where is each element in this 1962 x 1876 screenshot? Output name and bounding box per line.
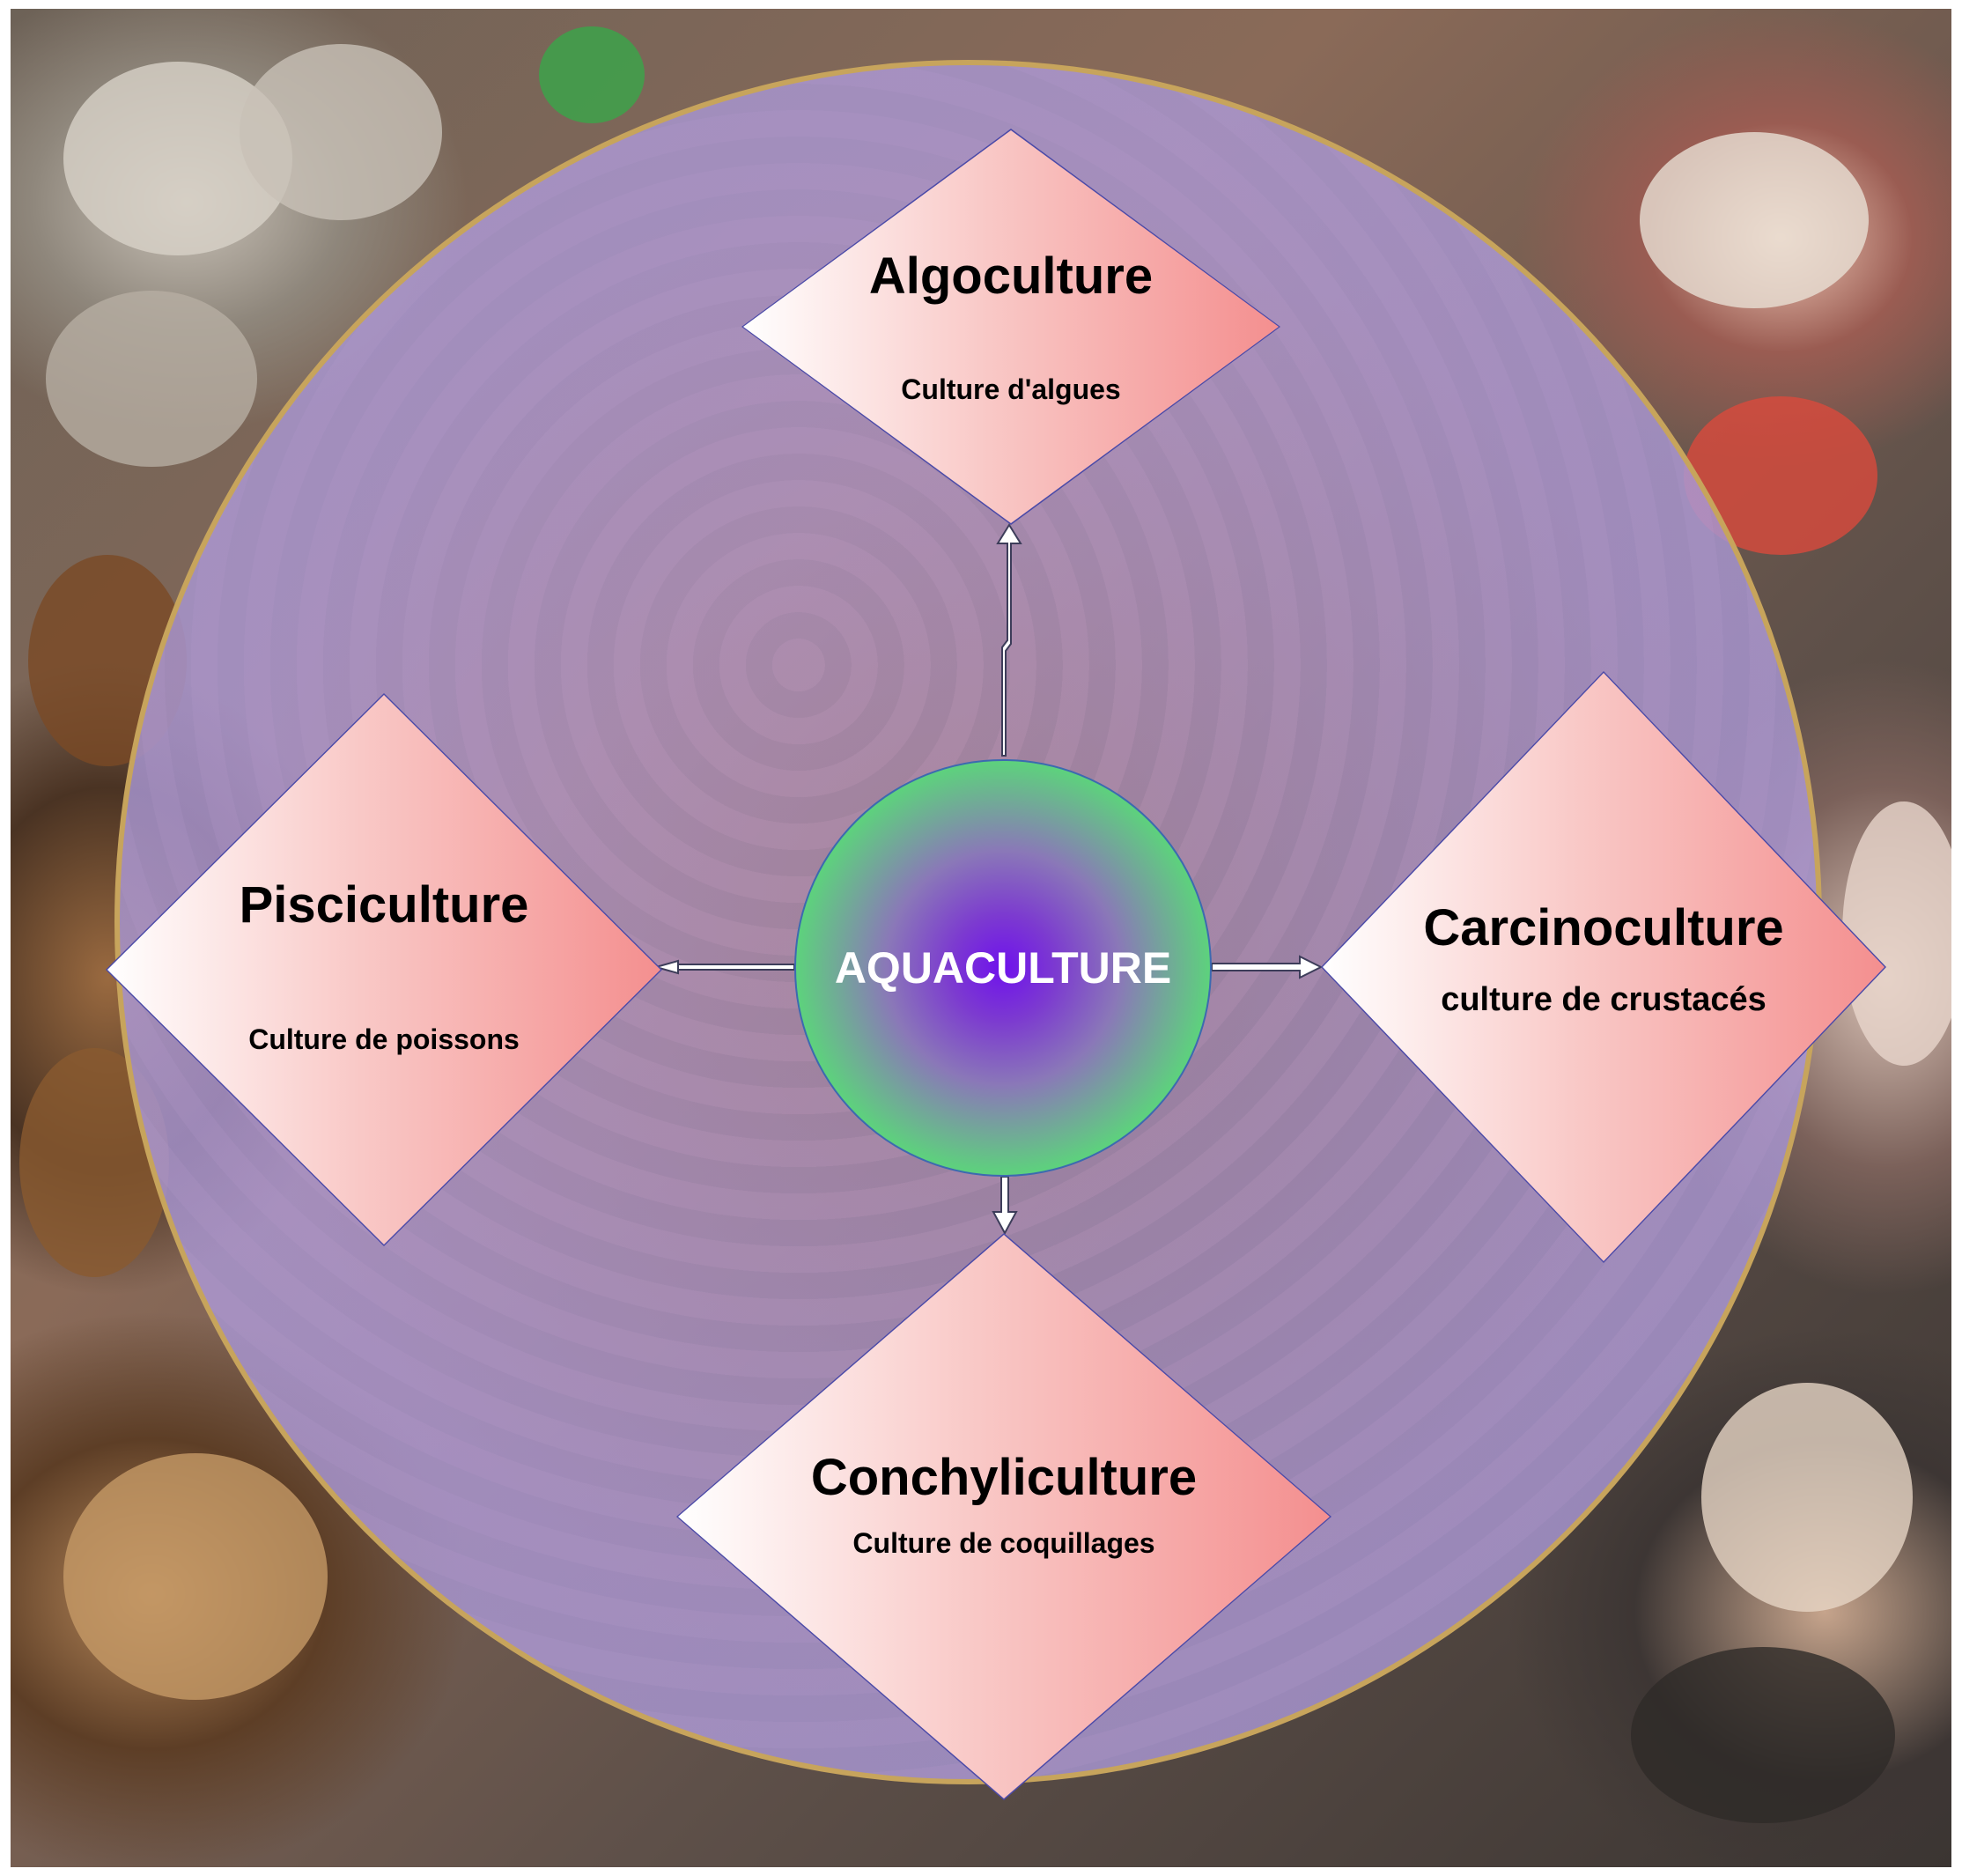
algoculture-subtitle: Culture d'algues bbox=[901, 373, 1121, 405]
scallop-decoration bbox=[1640, 132, 1869, 308]
conchyliculture-subtitle: Culture de coquillages bbox=[852, 1527, 1155, 1559]
barnacle-decoration bbox=[1631, 1647, 1895, 1823]
arrow-to-top bbox=[996, 523, 1022, 757]
cockle-shell-decoration bbox=[240, 44, 442, 220]
carcinoculture-subtitle: culture de crustacés bbox=[1441, 981, 1767, 1018]
arrow-to-bottom bbox=[992, 1176, 1018, 1236]
conchyliculture-title: Conchyliculture bbox=[810, 1449, 1198, 1506]
carcinoculture-title: Carcinoculture bbox=[1423, 899, 1784, 956]
whelk-shell-decoration bbox=[63, 1453, 328, 1700]
arrow-to-left bbox=[653, 959, 795, 975]
aquaculture-hub bbox=[794, 759, 1212, 1177]
cockle-shell-decoration bbox=[46, 291, 257, 467]
algoculture-title: Algoculture bbox=[868, 247, 1154, 305]
arrow-to-right bbox=[1211, 955, 1324, 979]
seaweed-decoration bbox=[539, 26, 645, 123]
aquaculture-hub-label: AQUACULTURE bbox=[834, 943, 1172, 993]
shrimp-decoration bbox=[1701, 1383, 1913, 1612]
shrimp-decoration bbox=[1842, 801, 1951, 1066]
pisciculture-subtitle: Culture de poissons bbox=[248, 1023, 520, 1055]
pisciculture-title: Pisciculture bbox=[239, 876, 529, 934]
